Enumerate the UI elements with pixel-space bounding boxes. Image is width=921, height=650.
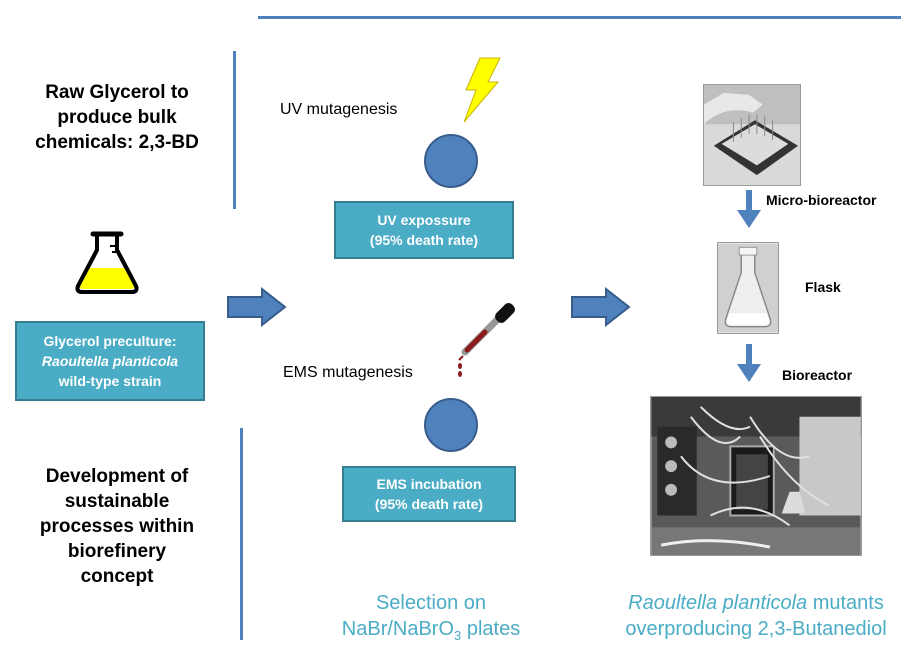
bioreactor-label: Bioreactor xyxy=(782,367,853,383)
arrow-down-icon xyxy=(737,190,761,228)
goal-title-line: Raw Glycerol to xyxy=(45,82,189,103)
arrow-down-icon xyxy=(737,344,761,382)
ems-incubation-line: (95% death rate) xyxy=(374,496,484,512)
ems-incubation-box: EMS incubation (95% death rate) xyxy=(342,466,516,522)
uv-plate-circle xyxy=(424,134,478,188)
preculture-box: Glycerol preculture: Raoultella plantico… xyxy=(15,321,205,401)
selection-caption: Selection on NaBr/NaBrO3 plates xyxy=(318,590,544,649)
result-species: Raoultella planticola xyxy=(628,592,808,614)
development-title-line: biorefinery xyxy=(67,541,167,562)
uv-exposure-box: UV expossure (95% death rate) xyxy=(334,201,514,259)
preculture-line: Glycerol preculture: xyxy=(43,333,177,349)
flask-label: Flask xyxy=(805,279,841,295)
result-caption: Raoultella planticola mutants overproduc… xyxy=(606,590,906,642)
uv-exposure-line: (95% death rate) xyxy=(369,232,479,248)
development-title-line: concept xyxy=(80,566,154,587)
development-title: Development of sustainable processes wit… xyxy=(6,464,228,589)
goal-title-line: chemicals: 2,3-BD xyxy=(35,132,199,153)
preculture-line: wild-type strain xyxy=(58,373,162,389)
development-title-line: processes within xyxy=(39,516,195,537)
divider-bottom xyxy=(240,428,243,640)
goal-title-line: produce bulk xyxy=(57,107,177,128)
ems-incubation-line: EMS incubation xyxy=(376,476,482,492)
arrow-right-icon xyxy=(227,287,287,327)
result-mutants: mutants xyxy=(807,592,884,614)
selection-caption-line: Selection on xyxy=(375,592,487,614)
uv-mutagenesis-label: UV mutagenesis xyxy=(280,101,398,118)
flask-icon xyxy=(75,231,139,294)
selection-medium: NaBr/NaBrO xyxy=(341,618,455,640)
selection-medium-subscript: 3 xyxy=(454,628,462,643)
micro-bioreactor-label: Micro-bioreactor xyxy=(766,192,877,208)
selection-caption-line: NaBr/NaBrO3 plates xyxy=(318,616,544,649)
lightning-icon xyxy=(463,57,501,123)
selection-plates: plates xyxy=(461,618,521,640)
arrow-right-icon xyxy=(571,287,631,327)
micro-bioreactor-photo xyxy=(703,84,801,186)
top-rule xyxy=(258,16,901,19)
goal-title: Raw Glycerol to produce bulk chemicals: … xyxy=(6,80,228,155)
dropper-icon xyxy=(458,303,515,377)
ems-mutagenesis-label: EMS mutagenesis xyxy=(283,364,413,381)
development-title-line: Development of xyxy=(45,466,189,487)
divider-top xyxy=(233,51,236,209)
preculture-strain: Raoultella planticola xyxy=(41,353,179,369)
bioreactor-photo xyxy=(650,396,862,556)
ems-plate-circle xyxy=(424,398,478,452)
uv-exposure-line: UV expossure xyxy=(377,212,471,228)
result-caption-line: overproducing 2,3-Butanediol xyxy=(625,618,887,640)
flask-photo xyxy=(717,242,779,334)
result-caption-line: Raoultella planticola mutants xyxy=(606,590,906,616)
development-title-line: sustainable xyxy=(64,491,170,512)
